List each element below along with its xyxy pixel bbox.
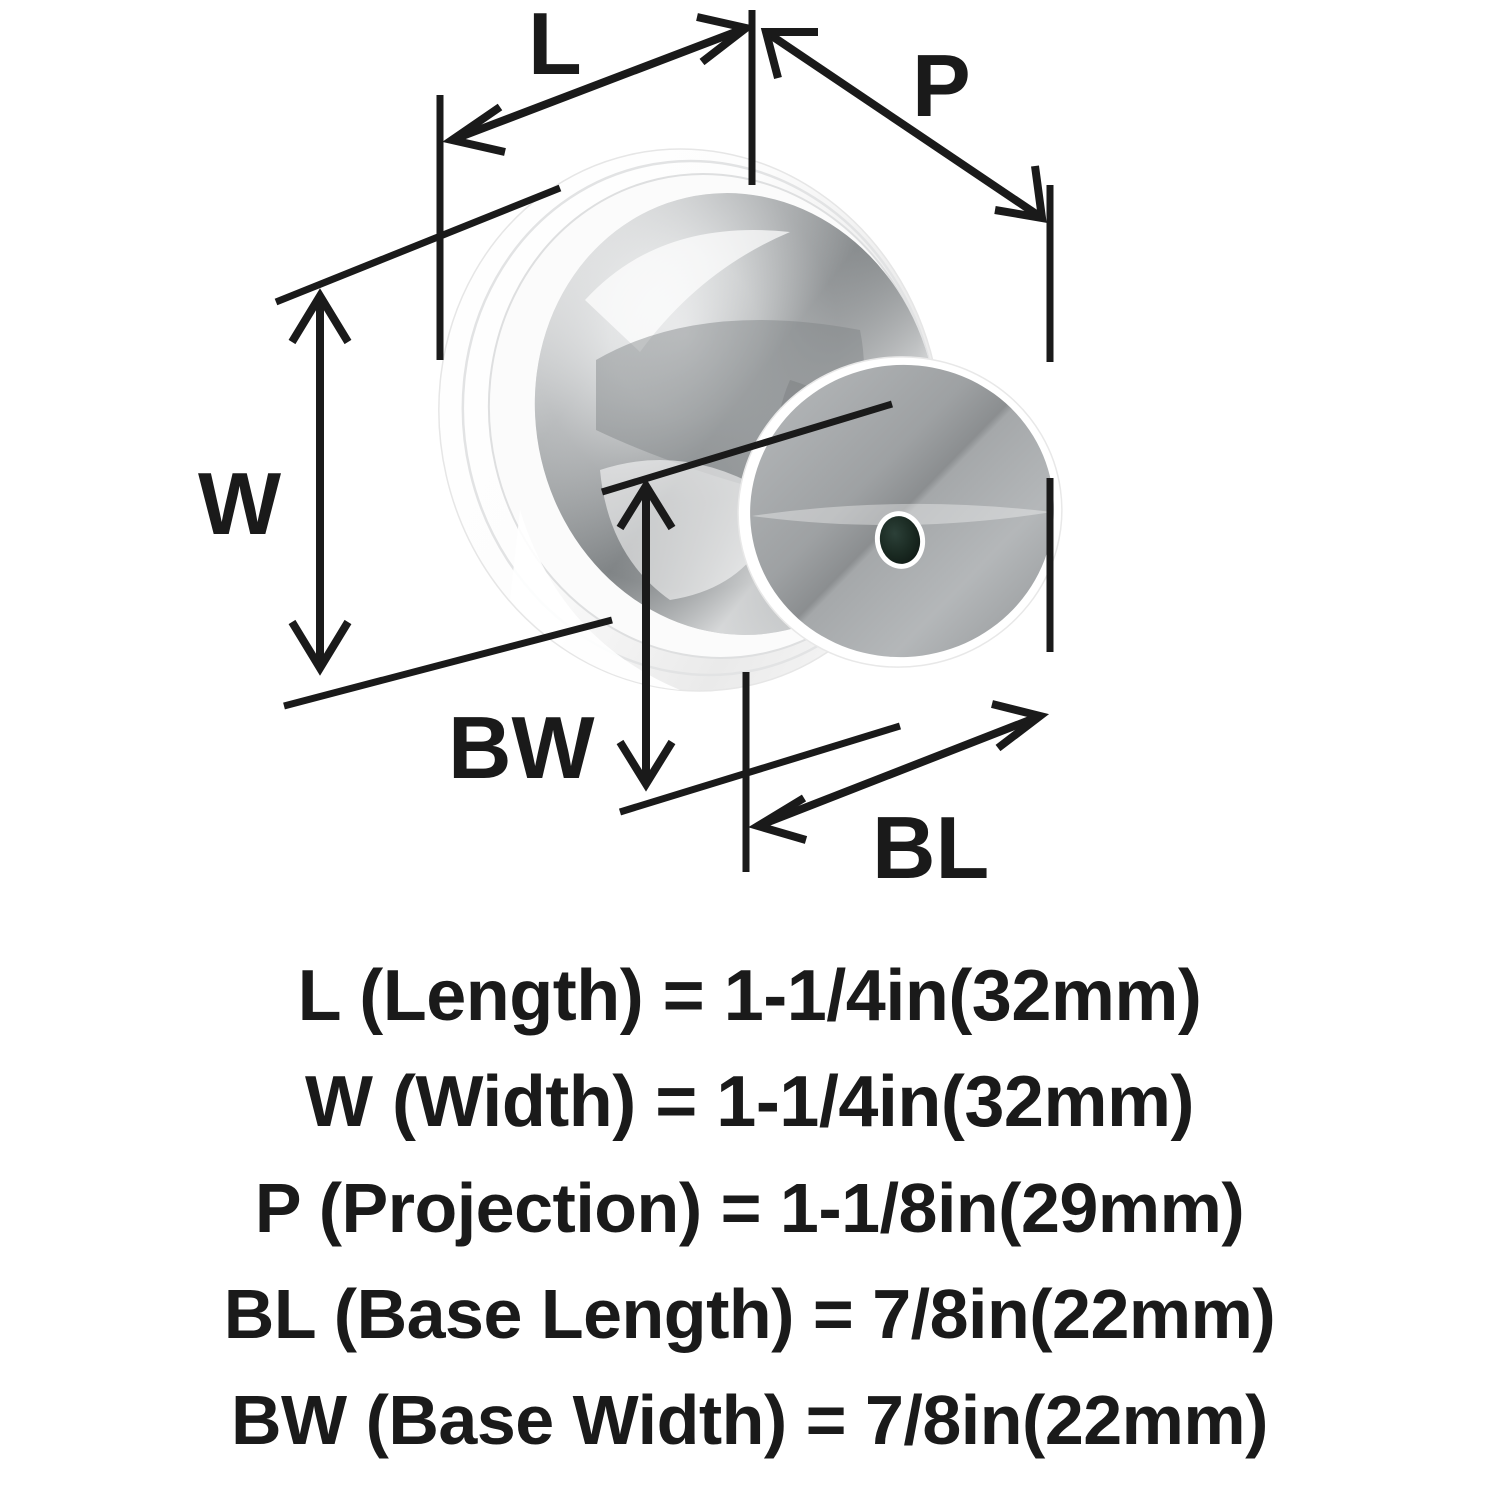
- dimension-base-width: BW: [448, 478, 676, 797]
- knob-illustration: [438, 148, 1063, 692]
- arrowhead-w-bottom: [288, 619, 352, 676]
- legend-row-base-length: BL (Base Length) = 7/8in(22mm): [223, 1275, 1276, 1353]
- ext-line-w-top: [274, 184, 562, 306]
- dim-label-w: W: [198, 454, 281, 553]
- arrowhead-bw-top: [616, 478, 676, 531]
- legend-row-base-width: BW (Base Width) = 7/8in(22mm): [231, 1381, 1268, 1459]
- product-dimension-diagram: L P W BW: [198, 0, 1063, 897]
- dimension-projection: P: [760, 28, 1047, 223]
- arrowhead-bw-bottom: [616, 739, 676, 792]
- legend-row-width: W (Width) = 1-1/4in(32mm): [305, 1062, 1194, 1142]
- legend-row-length: L (Length) = 1-1/4in(32mm): [297, 956, 1202, 1036]
- diagram-svg: L P W BW: [198, 0, 1063, 897]
- dim-line-bl: [756, 712, 1042, 830]
- arrowhead-l-left: [442, 103, 506, 156]
- ext-line-bw-top: [600, 400, 894, 496]
- arrowhead-bl-right: [991, 700, 1050, 752]
- legend-row-projection: P (Projection) = 1-1/8in(29mm): [254, 1169, 1245, 1247]
- dimension-length: L: [442, 0, 756, 156]
- arrowhead-bl-left: [748, 794, 808, 844]
- dim-label-l: L: [528, 0, 582, 93]
- arrowhead-p-right: [994, 165, 1047, 223]
- dim-label-bw: BW: [448, 698, 595, 797]
- dimension-width: W: [198, 288, 352, 676]
- ext-line-bw-bottom: [618, 722, 902, 816]
- arrowhead-l-right: [696, 13, 756, 66]
- arrowhead-p-left: [760, 28, 818, 80]
- knob-base-disc: [737, 356, 1063, 668]
- arrowhead-w-top: [288, 288, 352, 345]
- ext-line-w-bottom: [283, 616, 613, 710]
- knob-rim-crescent: [510, 510, 680, 690]
- dim-label-p: P: [912, 36, 971, 135]
- dim-line-l: [450, 24, 748, 144]
- dim-line-p: [763, 28, 1045, 222]
- knob-highlight-upper: [585, 229, 790, 352]
- dim-label-bl: BL: [872, 798, 989, 897]
- base-disc-face: [750, 364, 1054, 658]
- dimension-base-length: BL: [748, 700, 1050, 897]
- screw-hole: [879, 516, 921, 564]
- dimension-legend: L (Length) = 1-1/4in(32mm) W (Width) = 1…: [0, 915, 1499, 1500]
